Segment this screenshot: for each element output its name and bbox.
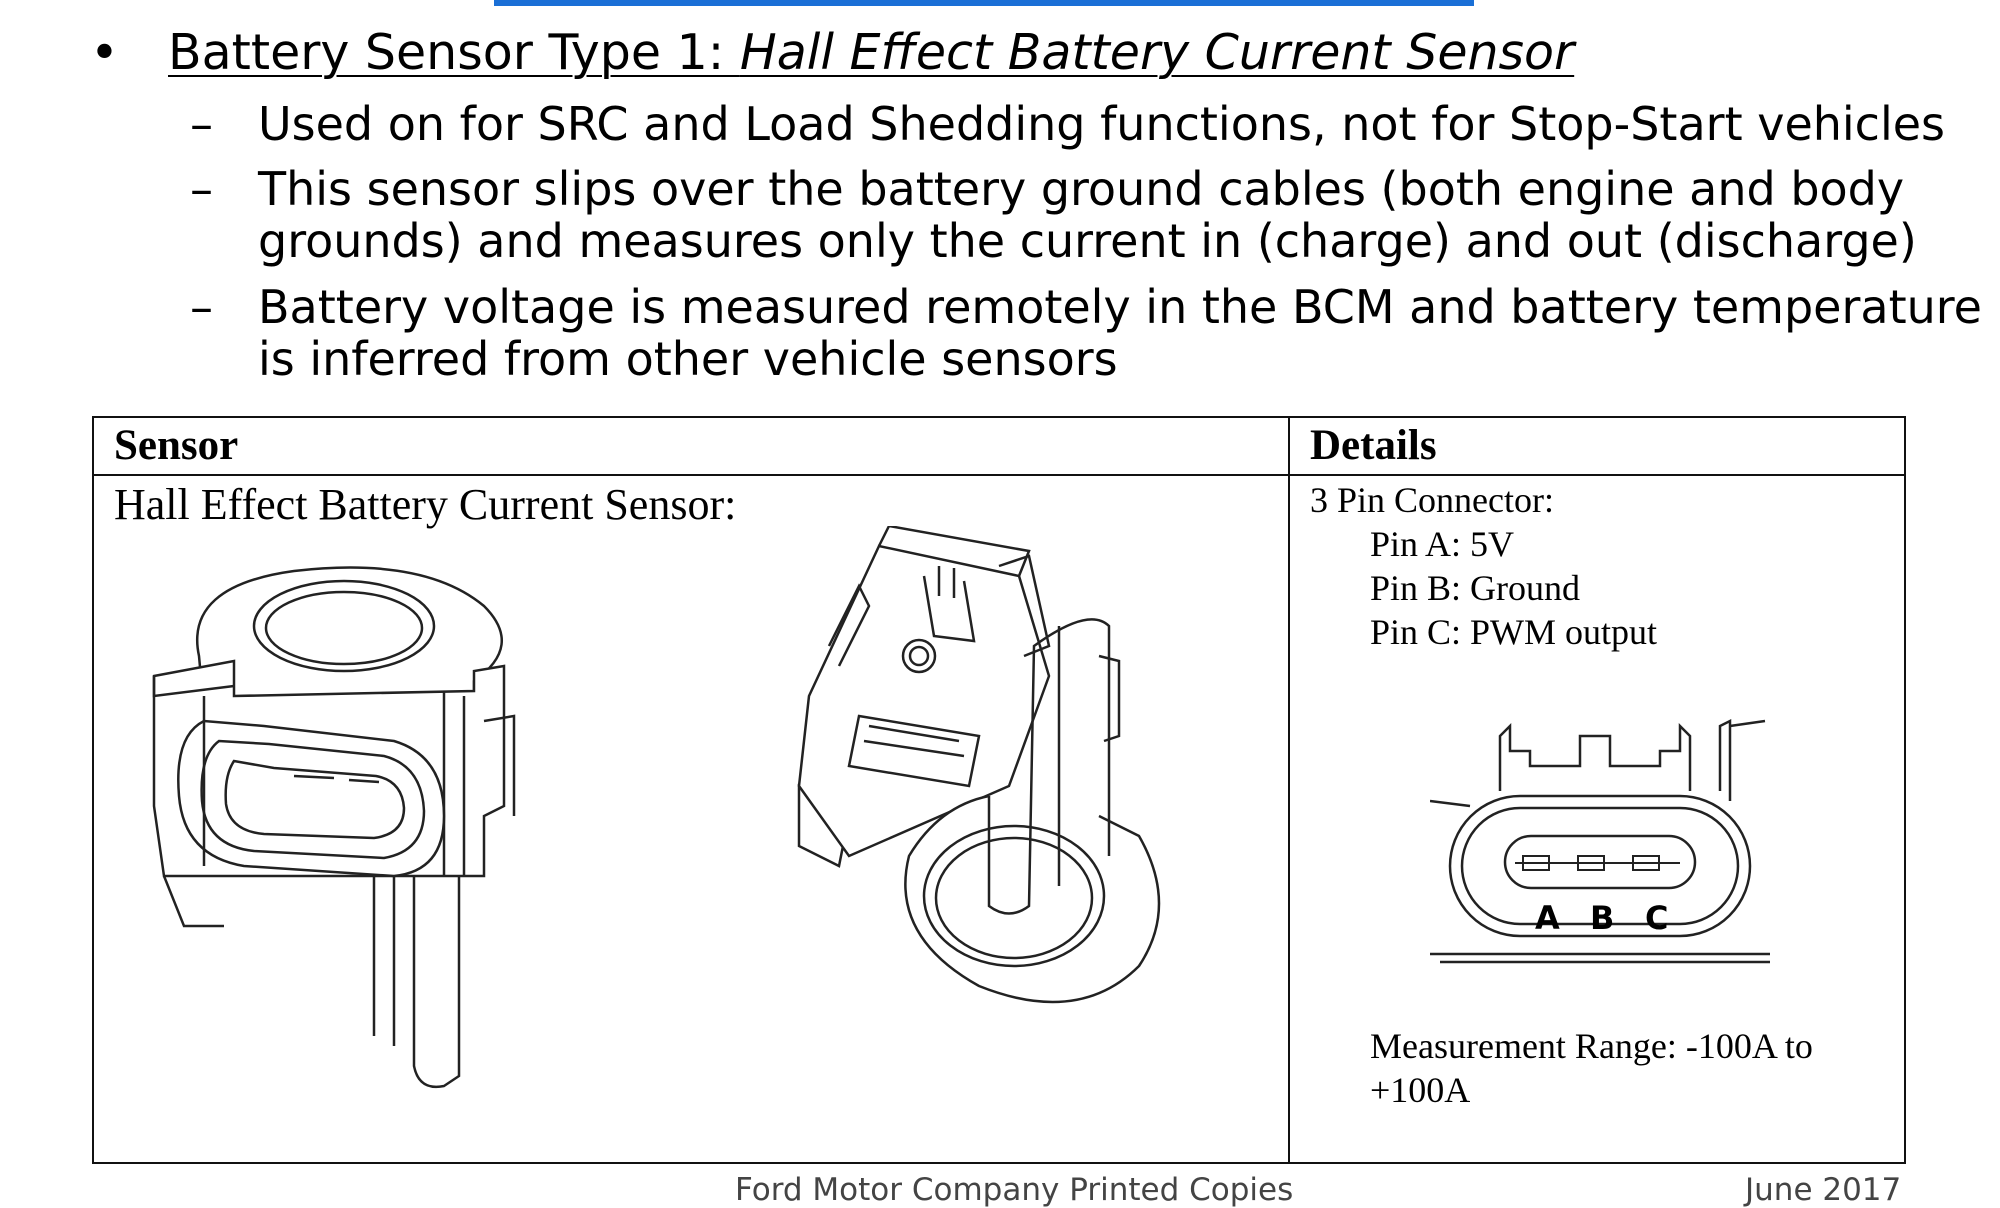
pin-c: Pin C: PWM output	[1370, 612, 1658, 652]
details-cell: 3 Pin Connector: Pin A: 5V Pin B: Ground…	[1288, 474, 1906, 1164]
heading-prefix: Battery Sensor Type 1:	[168, 24, 740, 81]
sensor-title: Hall Effect Battery Current Sensor:	[114, 480, 737, 529]
dash: –	[190, 162, 213, 216]
top-accent-bar	[494, 0, 1474, 6]
table-header-row: Sensor Details	[92, 416, 1906, 476]
slide-heading: Battery Sensor Type 1: Hall Effect Batte…	[168, 22, 1574, 84]
footer-center: Ford Motor Company Printed Copies	[735, 1172, 1294, 1208]
sub-bullet-text: grounds) and measures only the current i…	[258, 214, 1917, 268]
range-line-1: Measurement Range: -100A to	[1370, 1026, 1813, 1066]
sensor-drawing-rear	[797, 526, 1161, 1004]
sub-bullet-text: Used on for SRC and Load Shedding functi…	[258, 97, 1946, 151]
pin-letter-a: A	[1535, 899, 1560, 937]
header-sensor: Sensor	[92, 416, 1290, 476]
footer-date: June 2017	[1745, 1172, 1902, 1208]
sensor-table: Sensor Details Hall Effect Battery Curre…	[92, 416, 1906, 1164]
pin-a: Pin A: 5V	[1370, 524, 1515, 564]
sub-bullet-text: Battery voltage is measured remotely in …	[258, 280, 1982, 334]
bullet-dot: •	[90, 24, 119, 81]
sensor-cell: Hall Effect Battery Current Sensor:	[92, 474, 1290, 1164]
connector-label: 3 Pin Connector:	[1310, 480, 1554, 520]
range-line-2: +100A	[1370, 1070, 1471, 1110]
sub-bullet-text: is inferred from other vehicle sensors	[258, 332, 1118, 386]
pin-b: Pin B: Ground	[1370, 568, 1581, 608]
sensor-drawing-front	[152, 566, 516, 1089]
connector-face-drawing	[1430, 718, 1770, 964]
header-details: Details	[1288, 416, 1906, 476]
heading-italic: Hall Effect Battery Current Sensor	[739, 24, 1575, 81]
sub-bullet-text: This sensor slips over the battery groun…	[258, 162, 1905, 216]
pin-letter-b: B	[1590, 899, 1615, 937]
table-row: Hall Effect Battery Current Sensor:	[92, 474, 1906, 1164]
pin-letter-c: C	[1645, 899, 1669, 937]
dash: –	[190, 97, 213, 151]
dash: –	[190, 280, 213, 334]
